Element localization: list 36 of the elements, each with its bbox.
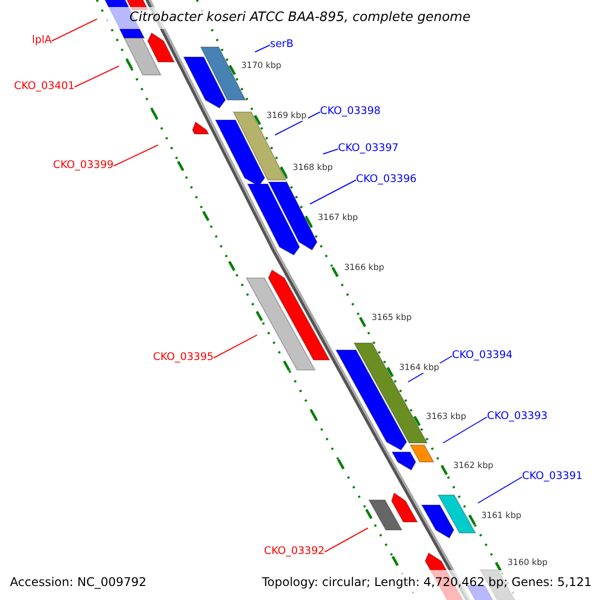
gene-label: serB <box>270 38 294 50</box>
tick-label: 3168 kbp <box>292 163 334 173</box>
tick-label: 3163 kbp <box>425 412 468 422</box>
gene-label: CKO_03399 <box>53 159 114 171</box>
tick-label: 3165 kbp <box>370 313 413 323</box>
leader-line <box>213 334 258 358</box>
gene-label: CKO_03392 <box>264 545 325 557</box>
gene-label: CKO_03401 <box>14 80 75 92</box>
tick-label: 3169 kbp <box>265 111 308 121</box>
gene-label: CKO_03394 <box>452 349 513 361</box>
leader-line <box>254 44 270 52</box>
leader-line <box>274 112 320 136</box>
leader-line <box>113 144 158 166</box>
gene-label: CKO_03396 <box>356 173 417 185</box>
accession-text: Accession: NC_009792 <box>10 574 146 590</box>
leader-line <box>478 476 522 504</box>
gene-label: CKO_03398 <box>320 105 381 117</box>
gene-label: lplA <box>32 34 52 46</box>
gene-label: CKO_03391 <box>522 470 583 482</box>
leader-line <box>74 66 120 88</box>
gene-label: CKO_03393 <box>487 410 548 422</box>
tick-label: 3166 kbp <box>343 263 386 273</box>
tick-label: 3167 kbp <box>316 213 359 223</box>
leader-line <box>442 416 488 444</box>
leader-line <box>51 18 98 42</box>
tick-label: 3160 kbp <box>506 558 549 568</box>
leader-line <box>310 180 356 204</box>
tick-label: 3162 kbp <box>452 461 494 471</box>
tick-label: 3161 kbp <box>480 511 522 521</box>
leader-line <box>324 528 368 552</box>
leader-line <box>322 148 338 154</box>
gene-label: CKO_03395 <box>153 351 214 363</box>
tick-label: 3170 kbp <box>240 61 282 71</box>
tick-label: 3164 kbp <box>398 363 440 373</box>
genome-info-text: Topology: circular; Length: 4,720,462 bp; Genes: 5,121 <box>262 574 592 590</box>
gene-label: CKO_03397 <box>338 142 399 154</box>
